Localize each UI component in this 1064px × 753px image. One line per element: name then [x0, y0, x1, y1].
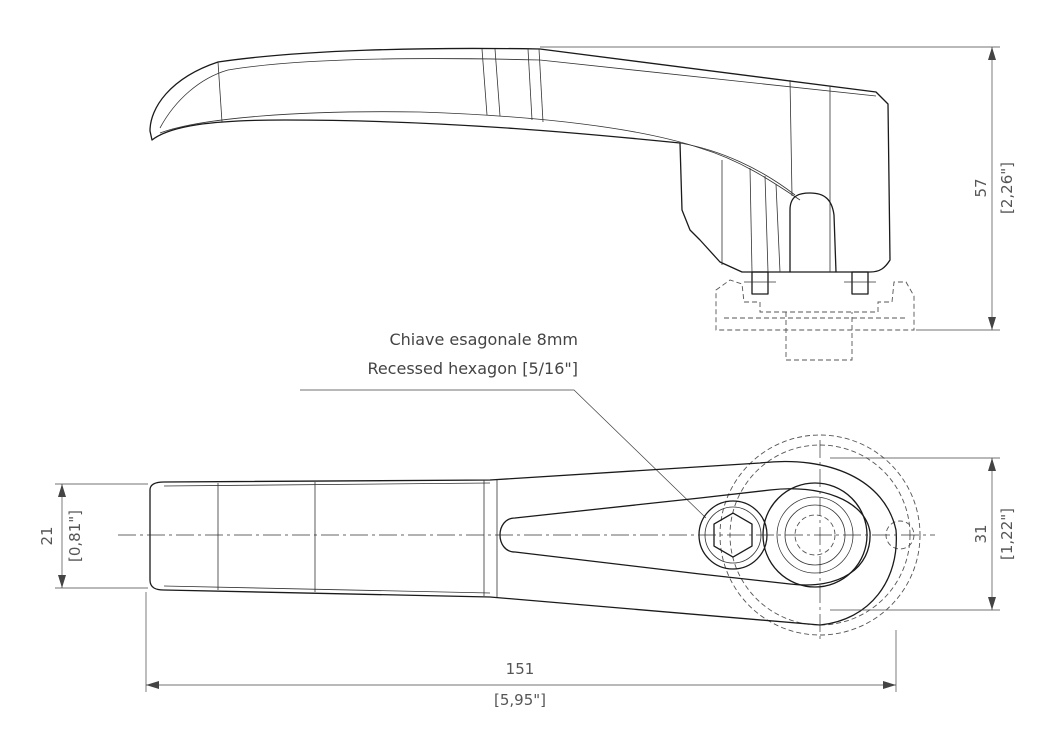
grip-arrow-top — [58, 484, 66, 497]
height-arrow-bottom — [988, 317, 996, 330]
height-in-label: [2,26"] — [998, 162, 1016, 214]
side-view-hub-line3 — [764, 175, 769, 273]
head-in-label: [1,22"] — [998, 508, 1016, 560]
side-view-base-hidden — [715, 279, 915, 331]
side-view-stud-left — [751, 271, 769, 295]
height-arrow-top — [988, 47, 996, 60]
side-view-hub-line2 — [749, 167, 753, 273]
top-view-upper-edge — [163, 482, 491, 487]
side-view-lower-contour — [159, 111, 801, 201]
side-view — [149, 47, 915, 361]
top-view-hub-bore-hidden — [794, 514, 836, 556]
head-mm-label: 31 — [972, 524, 990, 543]
head-diameter-dimension: 31 [1,22"] — [830, 457, 1016, 611]
top-view-slot — [499, 488, 871, 586]
length-dimension: 151 [5,95"] — [145, 592, 897, 709]
side-view-stud-right — [851, 271, 869, 295]
grip-width-dimension: 21 [0,81"] — [38, 483, 148, 589]
side-view-seg5 — [538, 48, 544, 123]
side-view-seg3 — [494, 48, 501, 117]
side-view-lever-outline — [149, 47, 891, 273]
side-view-seg2 — [481, 48, 488, 116]
head-arrow-top — [988, 458, 996, 471]
top-view-hexagon — [713, 512, 753, 558]
length-arrow-right — [883, 681, 896, 689]
top-view-lever-outline — [149, 460, 897, 626]
side-view-hub — [789, 192, 837, 273]
height-dimension: 57 [2,26"] — [540, 46, 1016, 331]
side-view-seg6 — [789, 79, 793, 197]
side-view-spindle-hidden — [785, 312, 853, 361]
hex-leader-line — [300, 389, 707, 519]
top-view-lower-edge — [163, 585, 491, 594]
side-view-seg1 — [217, 61, 223, 123]
top-view — [118, 434, 935, 640]
side-view-inner-edge — [159, 58, 877, 129]
length-arrow-left — [146, 681, 159, 689]
side-view-hub-line4 — [775, 183, 781, 273]
length-in-label: [5,95"] — [494, 691, 546, 709]
grip-arrow-bottom — [58, 575, 66, 588]
head-arrow-bottom — [988, 597, 996, 610]
side-view-seg4 — [527, 48, 533, 121]
side-view-curve — [679, 142, 796, 196]
grip-mm-label: 21 — [38, 526, 56, 545]
hex-annotation: Chiave esagonale 8mm Recessed hexagon [5… — [300, 330, 707, 519]
length-mm-label: 151 — [506, 660, 535, 678]
hex-note-english: Recessed hexagon [5/16"] — [367, 359, 578, 378]
hex-note-italian: Chiave esagonale 8mm — [389, 330, 578, 349]
height-mm-label: 57 — [972, 178, 990, 197]
grip-in-label: [0,81"] — [66, 510, 84, 562]
